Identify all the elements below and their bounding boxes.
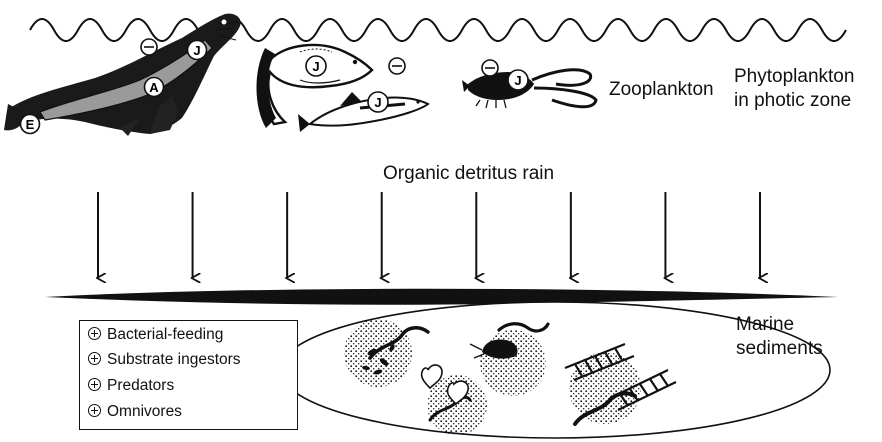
phytoplankton-label-line1: Phytoplankton: [734, 66, 854, 88]
marker-seal-adult: A: [145, 78, 164, 97]
marker-shrimp-juvenile: J: [508, 70, 528, 90]
legend-item-label: Predators: [107, 377, 174, 394]
plus-icon: [88, 327, 101, 340]
svg-text:A: A: [149, 80, 159, 95]
sea-surface-wave: [30, 19, 846, 41]
svg-text:E: E: [26, 117, 35, 132]
svg-text:J: J: [312, 59, 319, 74]
svg-text:J: J: [193, 43, 200, 58]
legend-item-label: Bacterial-feeding: [107, 326, 223, 343]
plus-icon: [88, 378, 101, 391]
minus-marker: [389, 58, 405, 74]
plus-icon: [88, 404, 101, 417]
marker-fish-juvenile: J: [368, 92, 388, 112]
detritus-arrows: [98, 192, 760, 278]
seal-illustration: [4, 14, 241, 136]
legend-item-label: Omnivores: [107, 403, 182, 420]
minus-marker: [141, 39, 157, 55]
phytoplankton-label-line2: in photic zone: [734, 90, 851, 112]
marker-salmon-juvenile: J: [306, 56, 326, 76]
seal-eye: [222, 20, 227, 25]
marker-seal-juvenile: J: [188, 41, 207, 60]
feeding-groups-legend: Bacterial-feeding Substrate ingestors Pr…: [79, 320, 298, 430]
svg-text:J: J: [374, 95, 381, 110]
legend-item: Predators: [88, 377, 174, 395]
zooplankton-label: Zooplankton: [609, 79, 714, 101]
shrimp-illustration: [462, 70, 596, 108]
sediments-label-line2: sediments: [736, 338, 823, 360]
legend-item: Omnivores: [88, 403, 182, 421]
legend-item: Substrate ingestors: [88, 351, 241, 369]
sediment-surface-layer: [45, 289, 838, 305]
detritus-label: Organic detritus rain: [383, 163, 554, 185]
marker-seal-egg: E: [21, 115, 40, 134]
sediments-label-line1: Marine: [736, 314, 794, 336]
svg-text:J: J: [514, 73, 521, 88]
plus-icon: [88, 352, 101, 365]
minus-marker: [482, 60, 498, 76]
legend-item: Bacterial-feeding: [88, 326, 223, 344]
legend-item-label: Substrate ingestors: [107, 351, 241, 368]
fish-illustration: [298, 92, 428, 132]
